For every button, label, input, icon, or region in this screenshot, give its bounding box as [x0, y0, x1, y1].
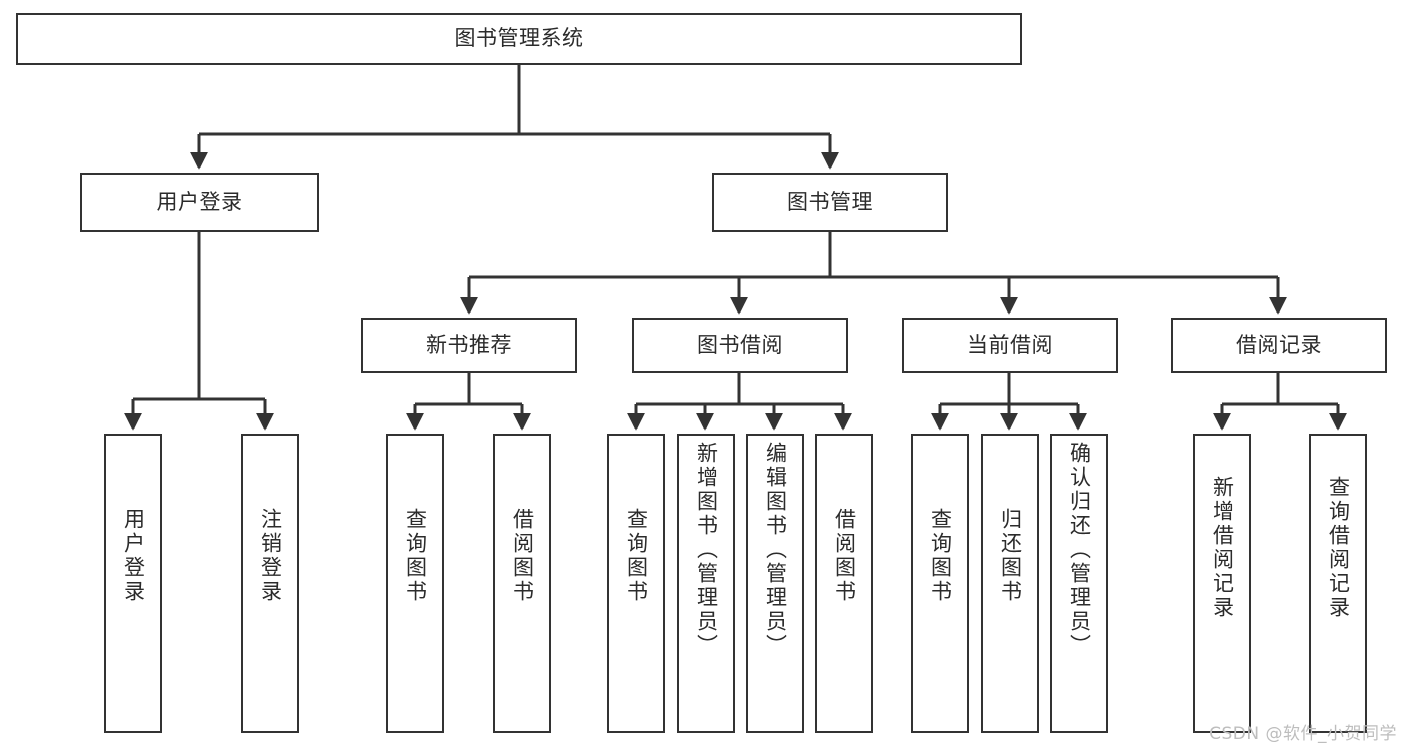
node-leaf-user-login-label: 用户登录 — [121, 508, 146, 604]
node-user-login-label: 用户登录 — [156, 189, 243, 214]
node-user-login[interactable]: 用户登录 — [80, 173, 319, 232]
node-leaf-query-book-2-label: 查询图书 — [624, 508, 649, 604]
node-leaf-query-book-3[interactable]: 查询图书 — [911, 434, 969, 733]
node-leaf-confirm-return[interactable]: 确认归还（管理员） — [1050, 434, 1108, 733]
node-leaf-borrow-book-2-label: 借阅图书 — [832, 508, 857, 604]
node-book-manage-label: 图书管理 — [787, 189, 873, 214]
node-leaf-query-book-3-label: 查询图书 — [928, 508, 953, 604]
node-leaf-edit-book[interactable]: 编辑图书（管理员） — [746, 434, 804, 733]
node-new-book-recommend-label: 新书推荐 — [426, 332, 512, 357]
node-root[interactable]: 图书管理系统 — [16, 13, 1022, 65]
node-leaf-confirm-return-label: 确认归还（管理员） — [1067, 442, 1092, 658]
node-leaf-user-login[interactable]: 用户登录 — [104, 434, 162, 733]
node-leaf-query-book-1-label: 查询图书 — [403, 508, 428, 604]
node-leaf-borrow-book-1[interactable]: 借阅图书 — [493, 434, 551, 733]
node-book-manage[interactable]: 图书管理 — [712, 173, 948, 232]
node-leaf-query-record-label: 查询借阅记录 — [1326, 476, 1351, 620]
node-leaf-add-record[interactable]: 新增借阅记录 — [1193, 434, 1251, 733]
node-leaf-add-book-label: 新增图书（管理员） — [694, 442, 719, 658]
node-leaf-query-book-1[interactable]: 查询图书 — [386, 434, 444, 733]
node-leaf-logout-login-label: 注销登录 — [258, 508, 283, 604]
watermark: CSDN @软件_小贺同学 — [1209, 724, 1397, 744]
node-leaf-return-book-label: 归还图书 — [998, 508, 1023, 604]
node-leaf-edit-book-label: 编辑图书（管理员） — [763, 442, 788, 658]
node-leaf-add-book[interactable]: 新增图书（管理员） — [677, 434, 735, 733]
node-leaf-query-book-2[interactable]: 查询图书 — [607, 434, 665, 733]
node-leaf-add-record-label: 新增借阅记录 — [1210, 476, 1235, 620]
node-leaf-query-record[interactable]: 查询借阅记录 — [1309, 434, 1367, 733]
node-borrow-record-label: 借阅记录 — [1236, 332, 1322, 357]
node-current-borrow[interactable]: 当前借阅 — [902, 318, 1118, 373]
node-borrow-record[interactable]: 借阅记录 — [1171, 318, 1387, 373]
node-leaf-borrow-book-1-label: 借阅图书 — [510, 508, 535, 604]
node-root-label: 图书管理系统 — [454, 26, 584, 51]
node-new-book-recommend[interactable]: 新书推荐 — [361, 318, 577, 373]
node-book-borrow[interactable]: 图书借阅 — [632, 318, 848, 373]
node-leaf-borrow-book-2[interactable]: 借阅图书 — [815, 434, 873, 733]
node-book-borrow-label: 图书借阅 — [697, 332, 783, 357]
node-leaf-return-book[interactable]: 归还图书 — [981, 434, 1039, 733]
node-leaf-logout-login[interactable]: 注销登录 — [241, 434, 299, 733]
node-current-borrow-label: 当前借阅 — [967, 332, 1053, 357]
